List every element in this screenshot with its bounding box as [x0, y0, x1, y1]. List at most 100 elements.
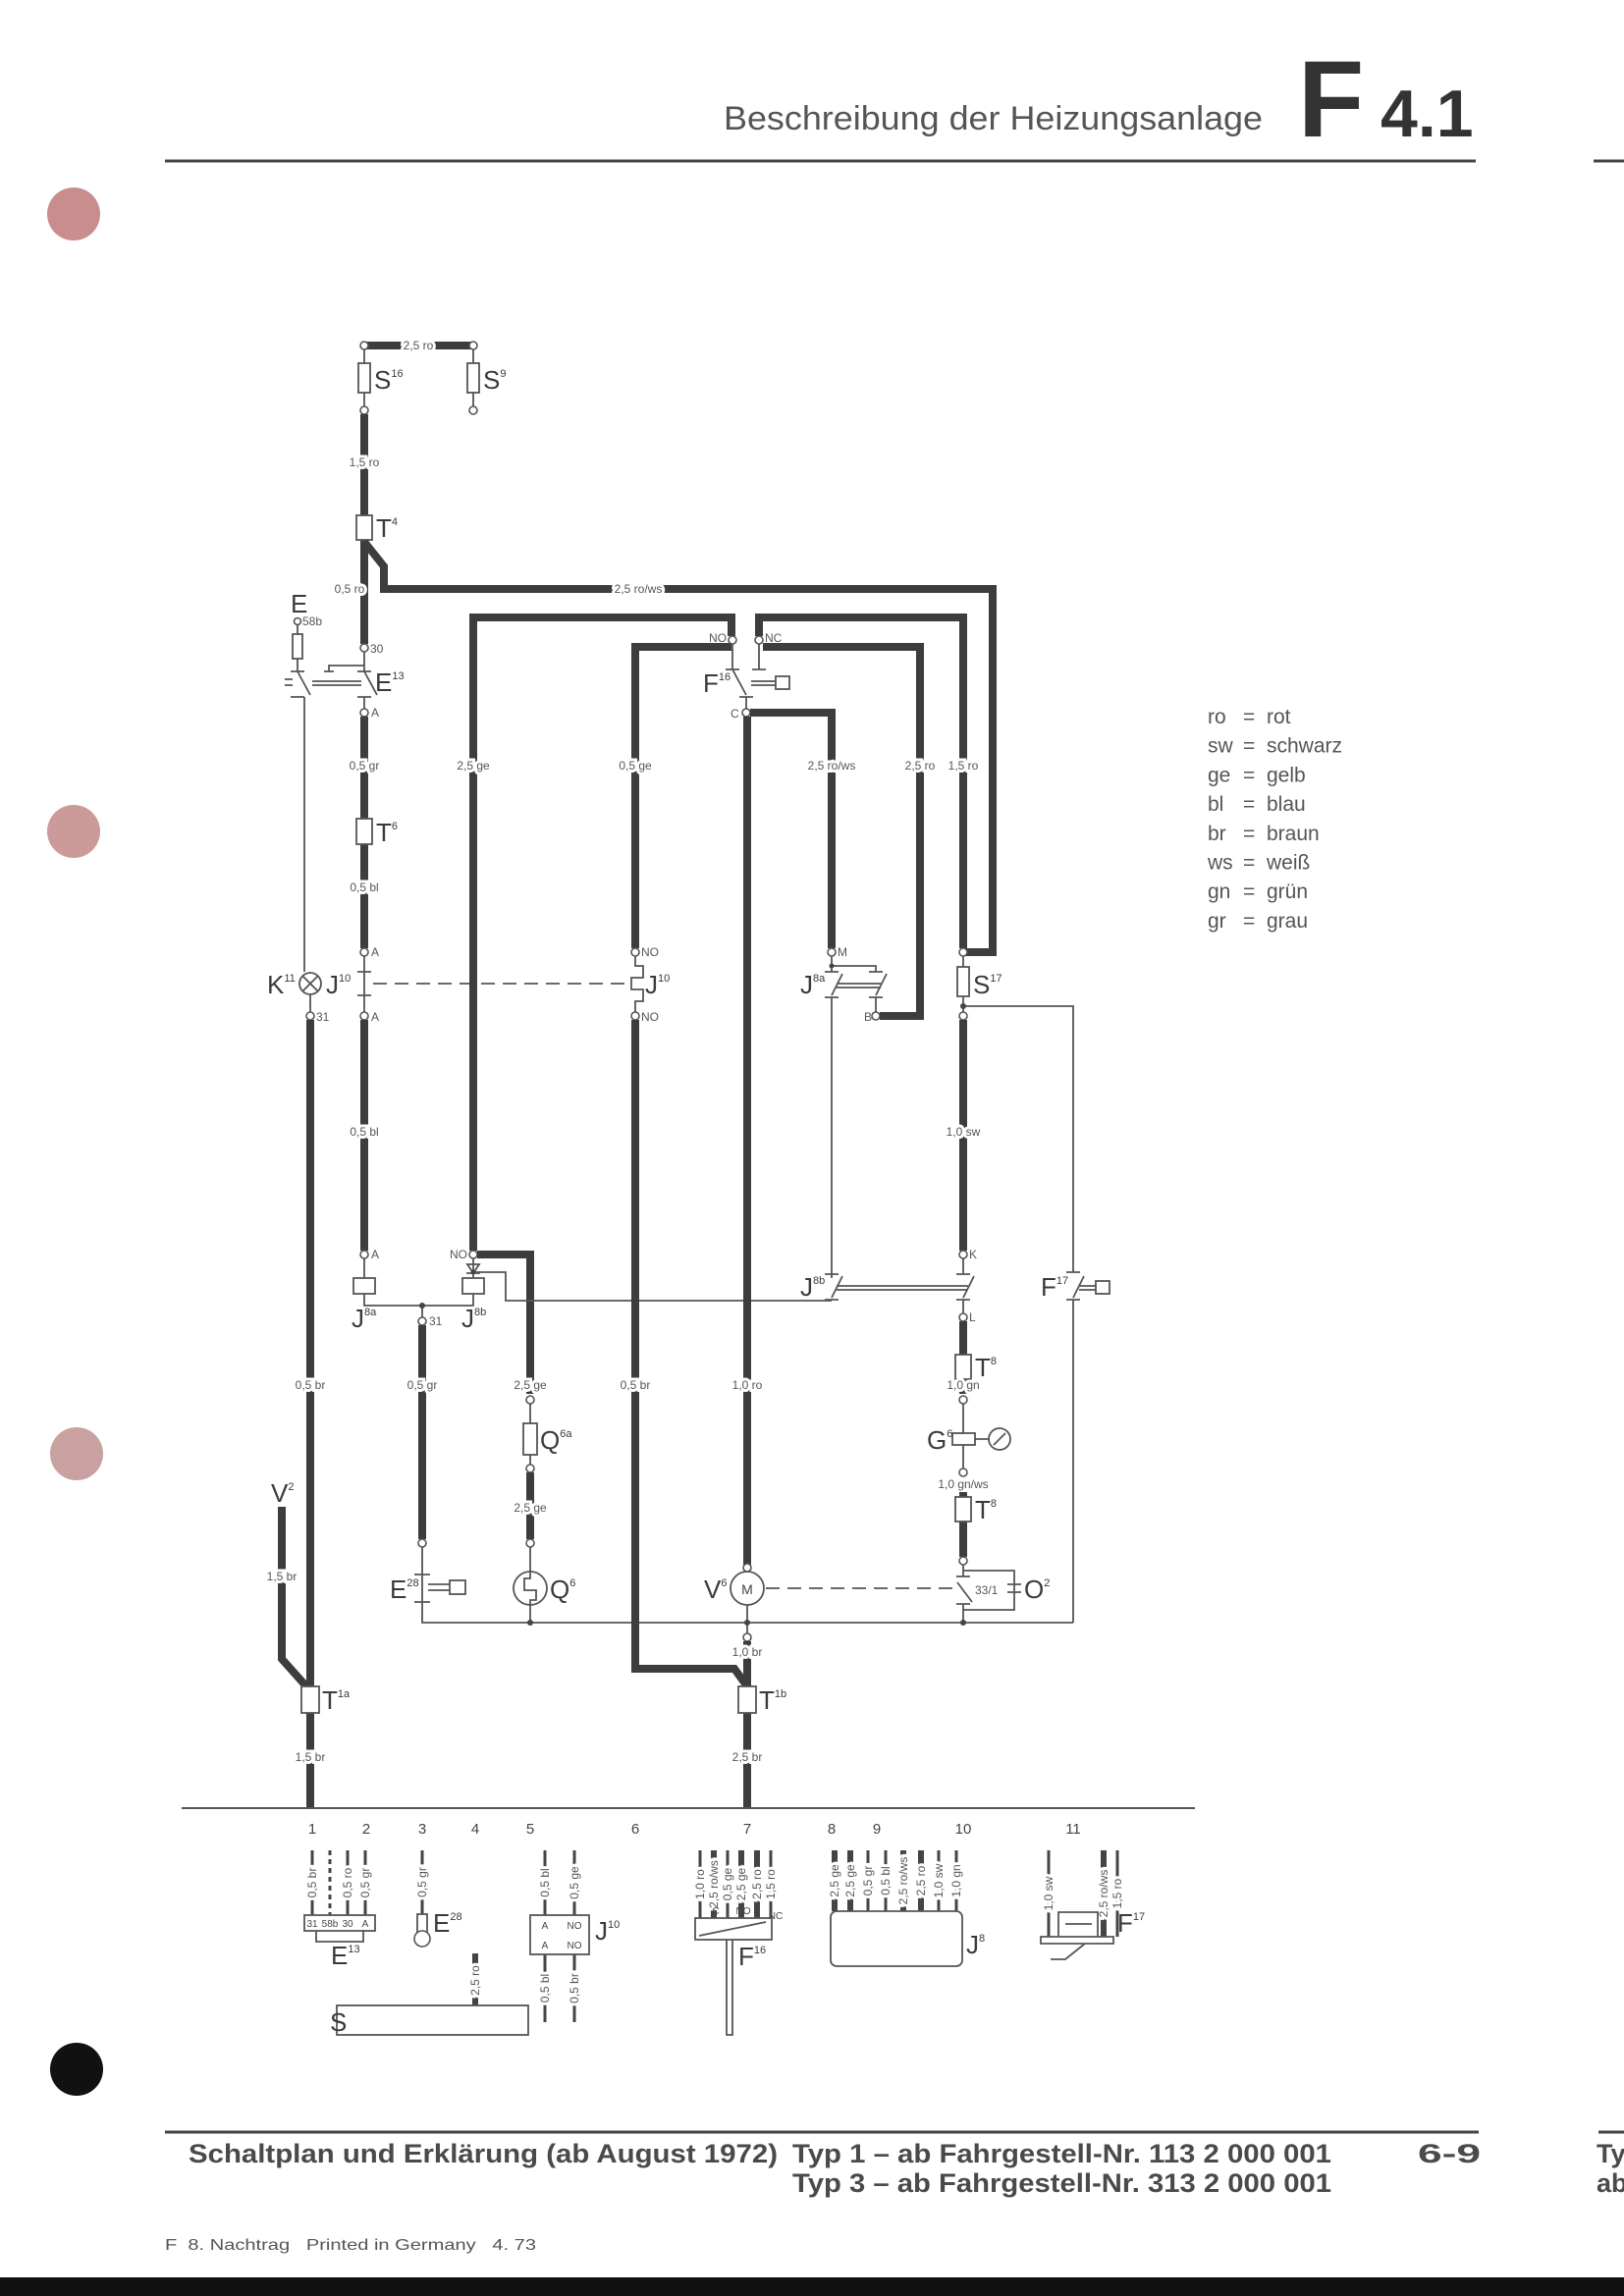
label-j8a-contact: J8a	[800, 970, 826, 999]
wire-label: 0,5 bl	[350, 1125, 378, 1139]
label-fuse-box: S	[330, 2007, 347, 2037]
terminal-icon	[728, 635, 737, 645]
connector-wire-label: 1,5 ro	[764, 1869, 778, 1899]
junction-dot	[527, 1620, 533, 1626]
connector-wire-label: 2,5 ro/ws	[896, 1857, 910, 1905]
legend-equals: =	[1243, 852, 1255, 875]
glow-element	[523, 1572, 537, 1605]
footer-caption: Schaltplan und Erklärung (ab August 1972…	[189, 2139, 778, 2168]
label-g6: G6	[927, 1425, 952, 1455]
legend-color-name: grün	[1267, 881, 1308, 903]
label-s9: S9	[483, 365, 506, 395]
terminal-icon	[958, 1250, 968, 1259]
legend-equals: =	[1243, 881, 1255, 903]
label-f16: F16	[703, 668, 731, 698]
wire-thick	[631, 643, 731, 948]
label-e28-connector: E28	[433, 1908, 462, 1938]
footer-typ1: Typ 1 – ab Fahrgestell-Nr. 113 2 000 001	[792, 2139, 1331, 2168]
bulb-e28-socket	[416, 1913, 428, 1933]
connector-t1b-icon	[737, 1685, 757, 1714]
wire-label: 2,5 ge	[514, 1378, 547, 1392]
connector-wire-label: 0,5 br	[568, 1973, 581, 2003]
terminal-icon	[754, 635, 764, 645]
legend-equals: =	[1243, 735, 1255, 758]
wire-label: 2,5 ro/ws	[615, 582, 663, 596]
pin-label: 30	[342, 1919, 353, 1930]
wire-thick	[750, 709, 836, 948]
label-t8: T8	[975, 1353, 997, 1382]
wire-label: 2,5 ge	[514, 1501, 547, 1515]
wire-label: 1,0 br	[732, 1645, 763, 1659]
label-v2: V2	[271, 1478, 294, 1508]
label-v6: V6	[704, 1575, 727, 1604]
pin-label: NO	[568, 1941, 582, 1951]
connector-wire-label: 2,5 ro/ws	[1097, 1870, 1110, 1918]
wire-label: 0,5 ro	[335, 582, 365, 596]
wire-label: 0,5 br	[296, 1378, 326, 1392]
connector-number: 9	[873, 1821, 881, 1838]
label-e13: E13	[375, 667, 405, 697]
wire-label: 1,0 gn/ws	[938, 1477, 988, 1491]
bulb-e28-icon	[413, 1930, 431, 1948]
terminal-label: C	[731, 707, 739, 721]
terminal-label: 31	[429, 1314, 443, 1328]
next-page-edge-text: Ty	[1597, 2139, 1624, 2168]
legend-abbr: ro	[1208, 706, 1226, 728]
terminal-icon	[525, 1538, 535, 1548]
junction-dot	[744, 1620, 750, 1626]
wire-label: 0,5 br	[621, 1378, 651, 1392]
label-f17-connector: F17	[1117, 1908, 1145, 1938]
terminal-icon	[359, 1011, 369, 1021]
terminal-icon	[417, 1538, 427, 1548]
relay-contact-j10b-icon	[630, 956, 644, 1012]
wire-label: 1,0 gn	[947, 1378, 979, 1392]
wire-label: 0,5 ge	[619, 759, 652, 773]
terminal-icon	[359, 643, 369, 653]
connector-number: 2	[362, 1821, 370, 1838]
motor-symbol: M	[741, 1581, 753, 1597]
pin-label: NC	[769, 1911, 783, 1922]
wire-label: 2,5 ro	[404, 339, 434, 352]
terminal-icon	[305, 1011, 315, 1021]
terminal-label: M	[838, 945, 847, 959]
wire-label: 1,0 sw	[947, 1125, 981, 1139]
overheat-switch-f17-body	[1040, 1911, 1114, 1960]
terminal-icon	[630, 1011, 640, 1021]
label-t1b: T1b	[759, 1685, 786, 1715]
section-letter: F	[1298, 39, 1364, 160]
connector-wire-label: 2,5 ge	[843, 1864, 857, 1897]
label-q6: Q6	[550, 1575, 575, 1604]
wire-thick	[278, 1507, 309, 1689]
switch-rocker-icon	[315, 1931, 364, 1943]
pin-label: A	[542, 1921, 549, 1932]
connector-wire-label: 1,0 sw	[932, 1863, 946, 1897]
wire-label: 1,0 ro	[732, 1378, 763, 1392]
relay-contact-j10-icon	[357, 956, 371, 1012]
terminal-icon	[958, 1011, 968, 1021]
connector-t8-icon	[954, 1354, 972, 1380]
wire-label: 1,5 br	[296, 1750, 326, 1764]
connector-t4-icon	[355, 514, 373, 541]
connector-wire-label: 0,5 bl	[538, 1868, 552, 1896]
page-footer: Schaltplan und Erklärung (ab August 1972…	[0, 2130, 1624, 2296]
terminal-label: NO	[709, 631, 727, 645]
resistor-icon	[292, 633, 303, 660]
connector-j10-body	[529, 1914, 590, 1955]
label-j8b: J8b	[461, 1304, 486, 1333]
legend-color-name: gelb	[1267, 764, 1306, 786]
legend-color-name: schwarz	[1267, 735, 1342, 758]
label-s16: S16	[374, 365, 404, 395]
legend-equals: =	[1243, 823, 1255, 845]
connector-wire-label: 2,5 ro	[468, 1965, 482, 1996]
terminal-label: K	[969, 1248, 977, 1261]
legend-color-name: grau	[1267, 910, 1308, 933]
connector-wire-label: 0,5 bl	[538, 1974, 552, 2002]
wire-thin	[363, 1258, 474, 1317]
connector-t8b-icon	[954, 1496, 972, 1522]
connector-e13-body	[303, 1914, 376, 1932]
connector-number: 6	[631, 1821, 639, 1838]
legend-abbr: gn	[1208, 881, 1230, 903]
page-header: Beschreibung der Heizungsanlage F 4.1	[165, 39, 1624, 163]
